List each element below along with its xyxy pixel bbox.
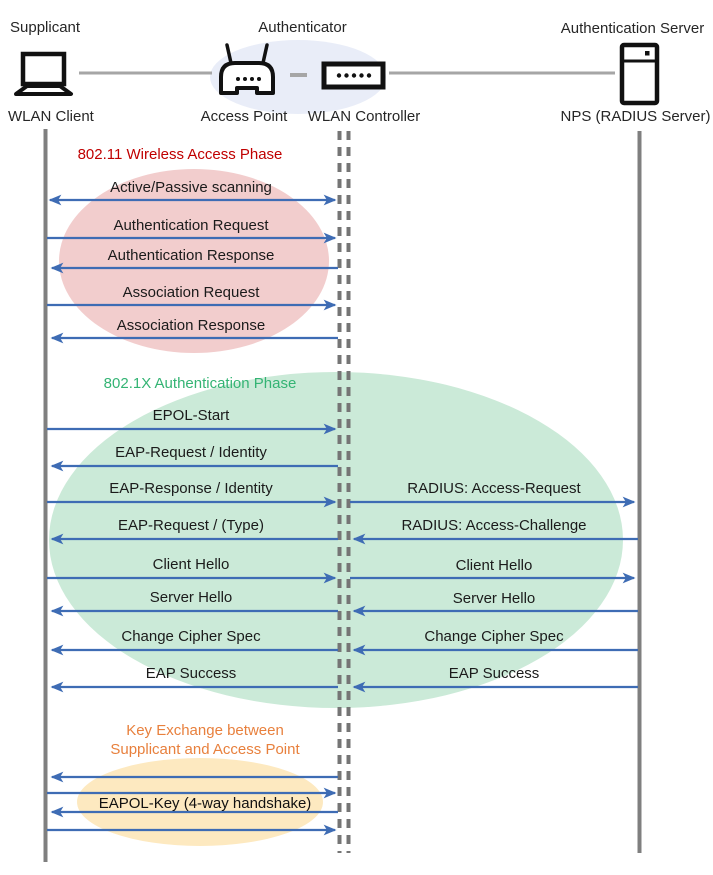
server-icon xyxy=(619,42,660,106)
device-access-point: Access Point xyxy=(200,108,288,125)
phase3-title-line2: Supplicant and Access Point xyxy=(110,741,300,758)
wlan-controller-icon xyxy=(321,61,386,90)
message-label: EAP-Response / Identity xyxy=(109,480,273,497)
role-supplicant: Supplicant xyxy=(10,19,81,36)
message-label: Change Cipher Spec xyxy=(424,628,564,645)
message-label: EPOL-Start xyxy=(152,407,230,424)
message-label: Authentication Request xyxy=(113,217,269,234)
device-wlan-client: WLAN Client xyxy=(8,108,94,125)
eapol-key-label: EAPOL-Key (4-way handshake) xyxy=(98,795,312,812)
access-point-icon xyxy=(219,43,275,95)
message-label: Change Cipher Spec xyxy=(121,628,261,645)
message-label: Client Hello xyxy=(455,557,533,574)
phase1-ellipse xyxy=(59,169,329,353)
message-label: RADIUS: Access-Request xyxy=(407,480,581,497)
message-label: Association Response xyxy=(116,317,266,334)
message-label: Client Hello xyxy=(152,556,230,573)
role-authentication-server: Authentication Server xyxy=(560,20,705,37)
message-label: EAP Success xyxy=(448,665,540,682)
message-label: RADIUS: Access-Challenge xyxy=(401,517,587,534)
device-nps-server: NPS (RADIUS Server) xyxy=(560,108,711,125)
message-label: EAP Success xyxy=(145,665,237,682)
message-label: Server Hello xyxy=(452,590,536,607)
phase1-title: 802.11 Wireless Access Phase xyxy=(77,146,283,163)
message-label: Association Request xyxy=(122,284,260,301)
message-label: Active/Passive scanning xyxy=(110,179,272,196)
phase2-title: 802.1X Authentication Phase xyxy=(103,375,297,392)
role-authenticator: Authenticator xyxy=(258,19,347,36)
message-label: Authentication Response xyxy=(107,247,275,264)
laptop-icon xyxy=(14,51,73,96)
message-label: Server Hello xyxy=(149,589,233,606)
phase3-ellipse xyxy=(77,758,323,846)
message-label: EAP-Request / (Type) xyxy=(118,517,264,534)
phase3-title-line1: Key Exchange between xyxy=(126,722,284,739)
device-wlan-controller: WLAN Controller xyxy=(307,108,421,125)
message-label: EAP-Request / Identity xyxy=(115,444,267,461)
